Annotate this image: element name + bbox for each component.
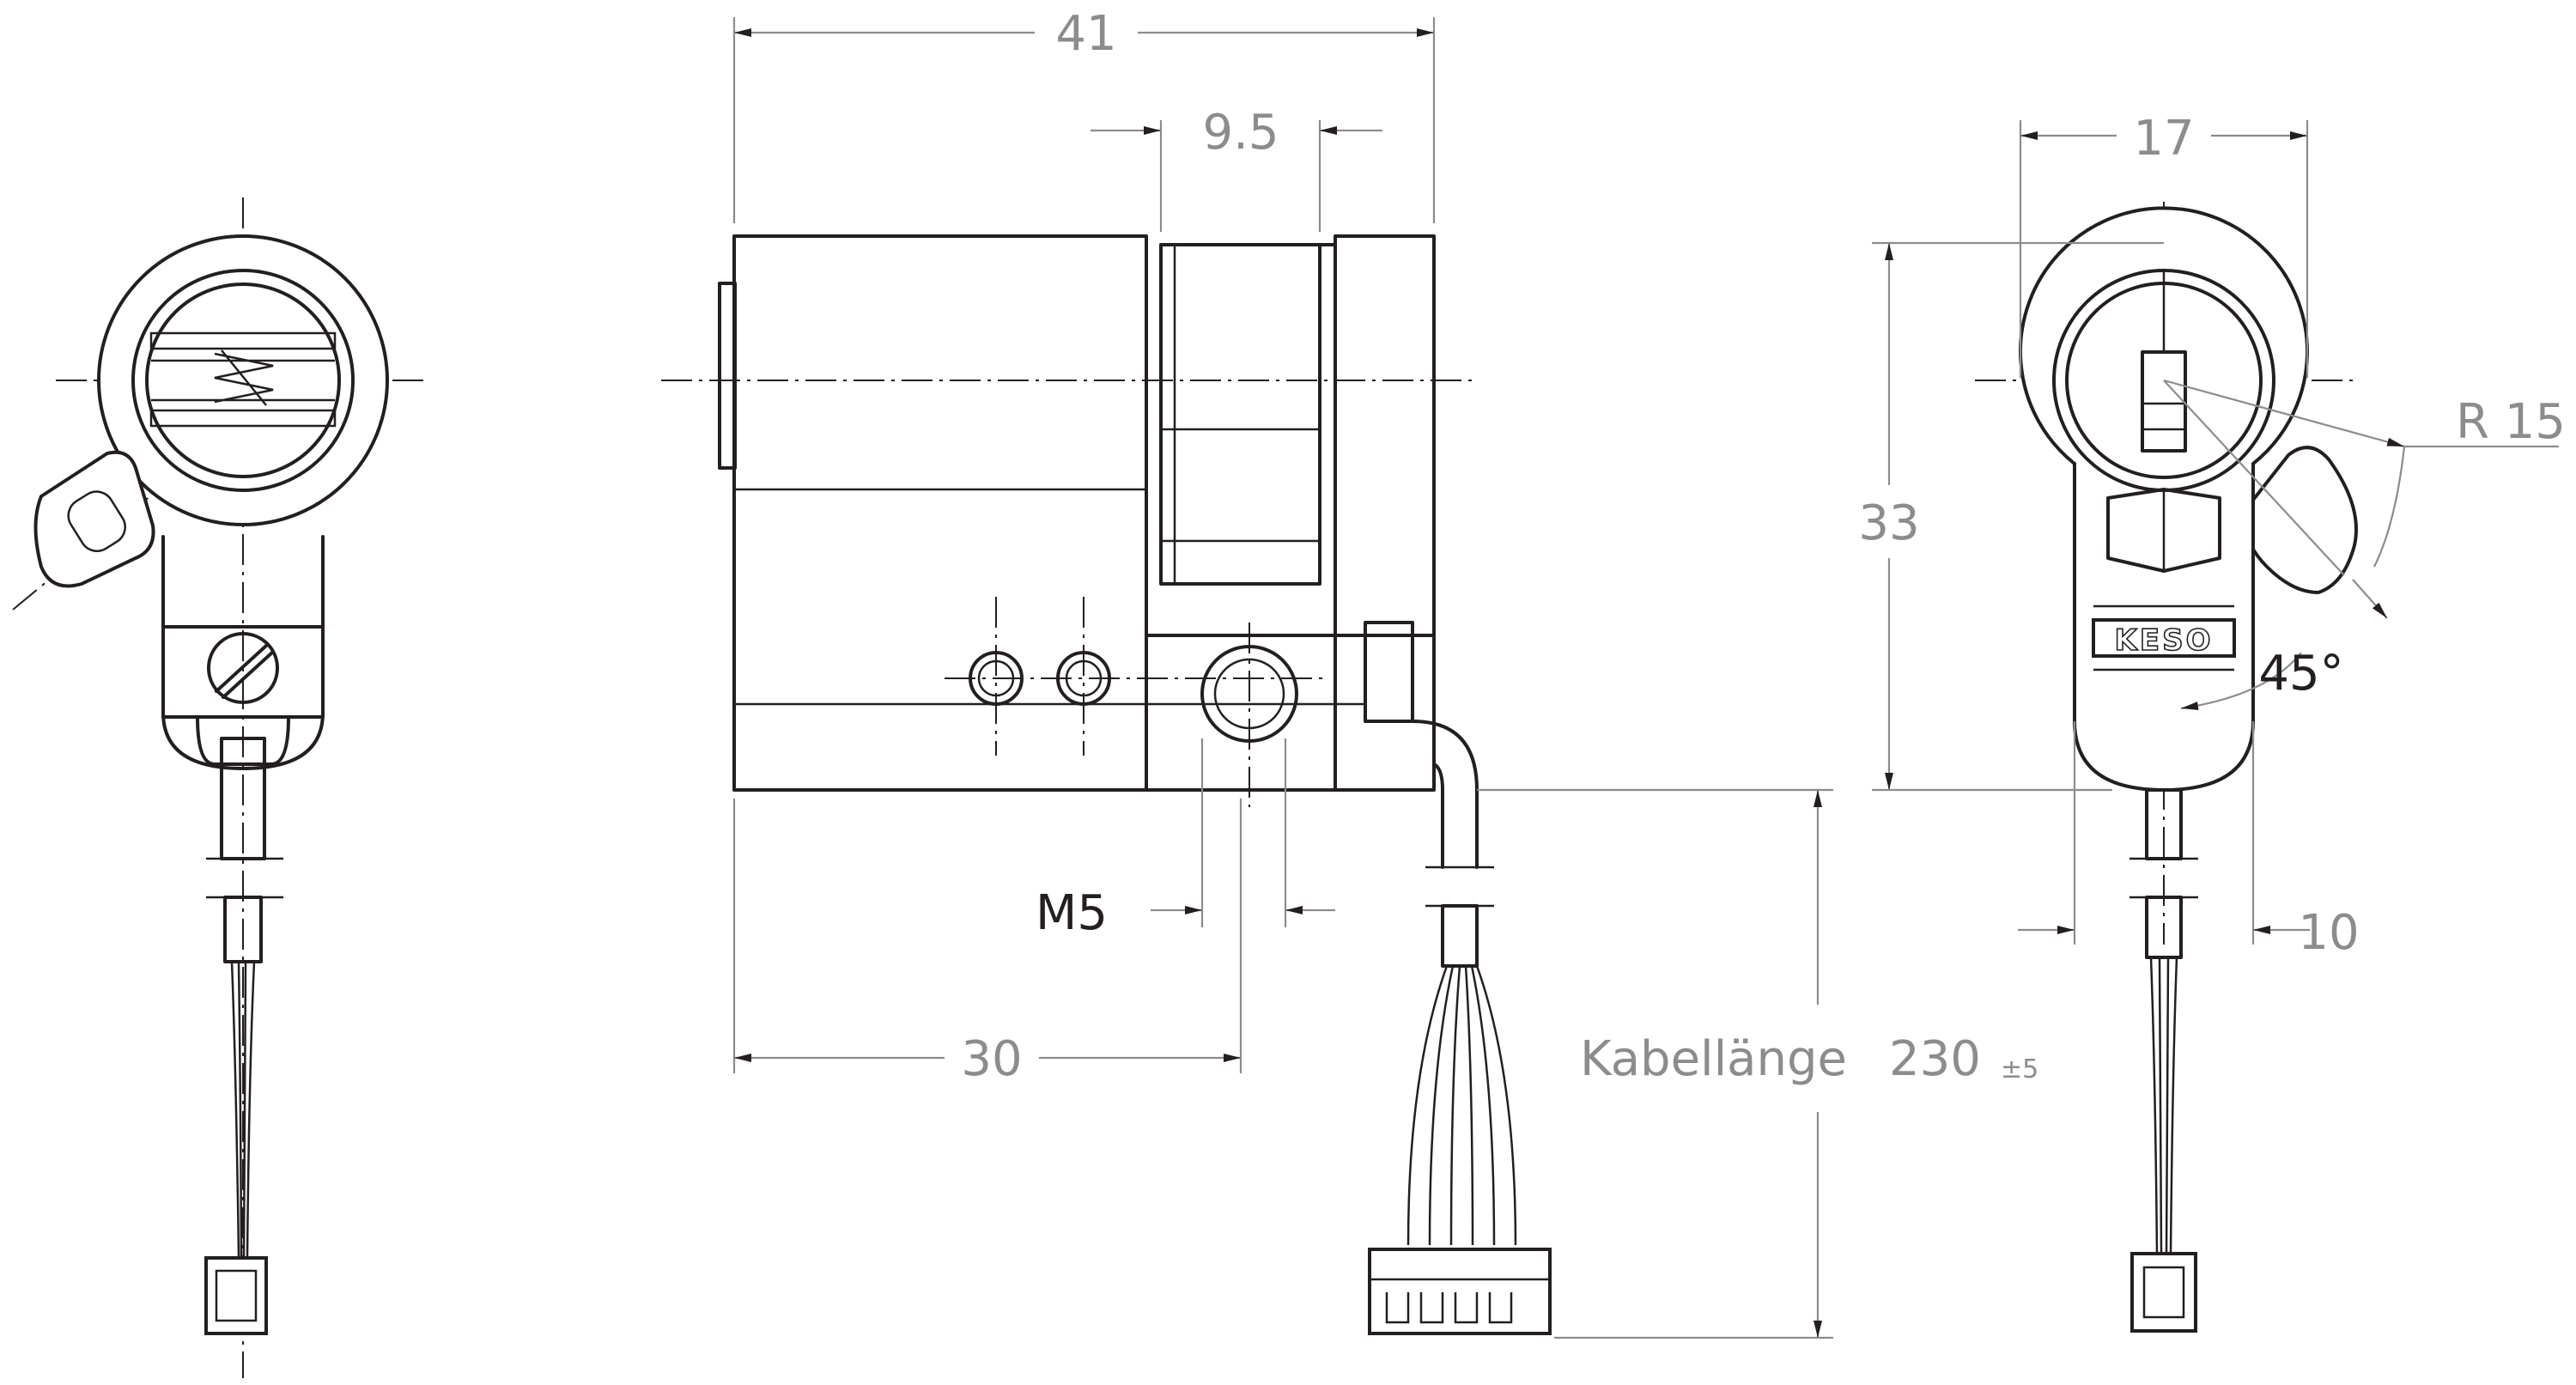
dim-overall-length: 41: [1055, 6, 1116, 62]
dim-angle: 45°: [2258, 646, 2343, 702]
dim-cable-tolerance: ±5: [2001, 1054, 2038, 1084]
dim-radius: R 15: [2456, 394, 2566, 450]
side-view: 41 9.5 M5 30 Kabellänge 230 ±5: [661, 6, 2038, 1339]
front-view: [12, 197, 429, 1378]
cable-length-label: Kabellänge: [1580, 1031, 1847, 1087]
dim-cam-width: 9.5: [1202, 105, 1279, 161]
dim-width: 17: [2133, 111, 2194, 167]
dim-cable-length: 230: [1889, 1031, 1981, 1087]
dim-height: 33: [1858, 495, 1919, 551]
dim-cable-offset: 10: [2298, 905, 2359, 961]
keso-logo: KESO: [2115, 623, 2214, 658]
dim-thread: M5: [1036, 885, 1108, 941]
dim-thread-offset: 30: [961, 1031, 1022, 1087]
back-view: KESO 17 33 R 15 45°: [1858, 111, 2566, 1333]
